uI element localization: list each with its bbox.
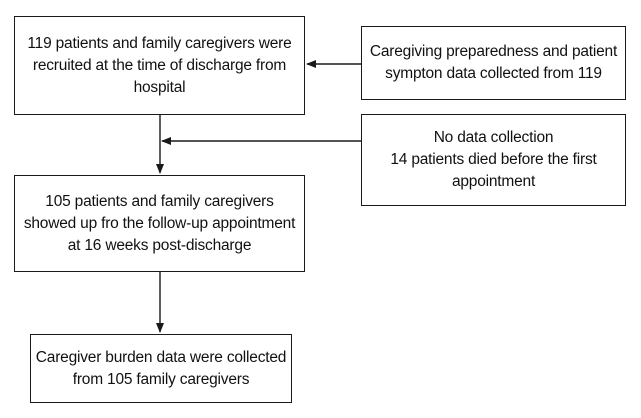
preparedness-text-line-2: sympton data collected from 119 xyxy=(385,65,602,82)
follow-up-box: 105 patients and family caregivers showe… xyxy=(14,175,305,272)
preparedness-data-box: Caregiving preparedness and patient symp… xyxy=(361,26,626,100)
recruitment-text-line-2: recruited at the time of discharge from xyxy=(32,56,287,74)
follow-up-text-line-3: at 16 weeks post-discharge xyxy=(67,236,252,254)
caregiver-burden-box: Caregiver burden data were collected fro… xyxy=(30,334,292,403)
no-data-text-line-2: 14 patients died before the first xyxy=(390,151,597,168)
recruitment-text-line-1: 119 patients and family caregivers were xyxy=(27,34,292,52)
recruitment-text-line-3: hospital xyxy=(133,78,186,96)
no-data-text-line-1: No data collection xyxy=(433,129,554,146)
recruitment-box: 119 patients and family caregivers were … xyxy=(14,16,305,115)
follow-up-text-line-2: showed up fro the follow-up appointment xyxy=(23,214,296,232)
burden-text-line-2: from 105 family caregivers xyxy=(72,370,250,388)
no-data-text-line-3: appointment xyxy=(451,173,536,190)
follow-up-text-line-1: 105 patients and family caregivers xyxy=(45,192,274,210)
preparedness-text-line-1: Caregiving preparedness and patient xyxy=(369,43,618,60)
no-data-collection-box: No data collection 14 patients died befo… xyxy=(361,114,626,206)
burden-text-line-1: Caregiver burden data were collected xyxy=(35,348,287,366)
